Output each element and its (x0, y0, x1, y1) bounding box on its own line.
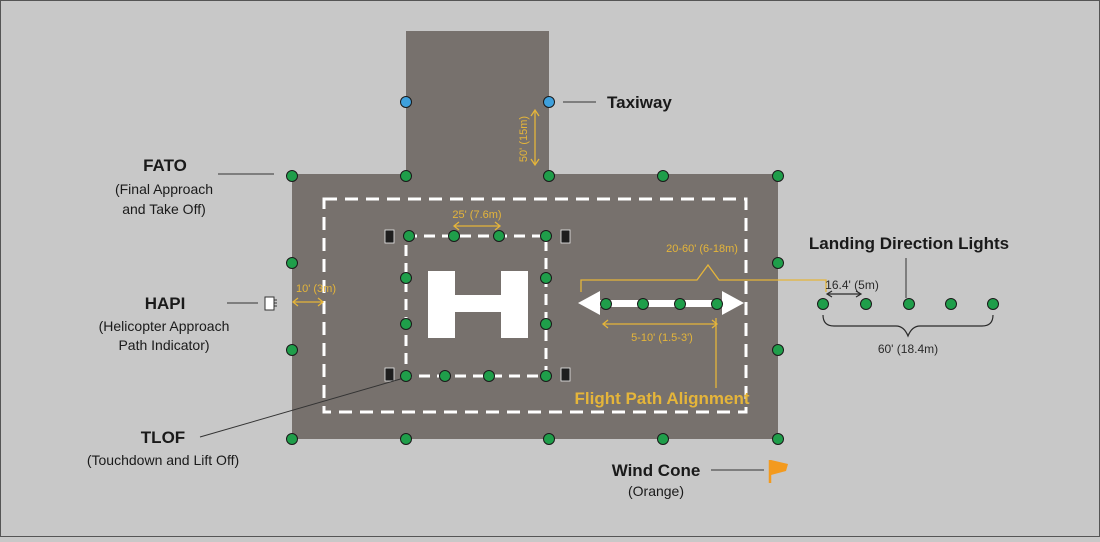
taxiway-length-dimension: 50' (15m) (518, 116, 530, 162)
fpa-offset-dimension: 20-60' (6-18m) (666, 243, 738, 255)
hapi-lamp-icon (264, 296, 277, 311)
hapi-lamp-icon (384, 229, 571, 382)
fato-dashed-boundary (322, 197, 748, 414)
hapi-subtitle-line-2: Path Indicator) (118, 337, 209, 353)
ldl-first-spacing-dimension: 16.4' (5m) (825, 278, 879, 292)
tlof-light-spacing-dimension: 25' (7.6m) (452, 209, 501, 221)
hapi-title: HAPI (145, 294, 186, 313)
taxiway-surface (406, 31, 549, 191)
landing-direction-lights (817, 298, 999, 310)
flight-path-alignment-label: Flight Path Alignment (574, 389, 749, 408)
hapi-subtitle-line-1: (Helicopter Approach (99, 318, 230, 334)
dimension-marks (291, 108, 827, 388)
fato-subtitle-line-1: (Final Approach (115, 181, 213, 197)
flight-path-alignment-lights (600, 298, 723, 310)
leader-lines (199, 101, 907, 471)
wind-cone-flag-icon (768, 460, 788, 483)
fato-subtitle-line-2: and Take Off) (122, 201, 206, 217)
fpa-light-spacing-dimension: 5-10' (1.5-3') (631, 332, 693, 344)
tlof-perimeter-lights (400, 230, 552, 382)
ldl-dimension-marks (822, 290, 994, 338)
edge-offset-dimension: 10' (3m) (296, 283, 336, 295)
tlof-title: TLOF (141, 428, 185, 447)
ldl-total-length-dimension: 60' (18.4m) (878, 342, 938, 356)
fato-title: FATO (143, 156, 187, 175)
tlof-dashed-boundary (404, 234, 548, 378)
wind-cone-subtitle: (Orange) (628, 483, 684, 499)
h-marking (428, 271, 528, 338)
wind-cone-title: Wind Cone (612, 461, 701, 480)
landing-direction-lights-label: Landing Direction Lights (809, 234, 1009, 253)
taxiway-edge-lights (400, 96, 555, 108)
taxiway-label: Taxiway (607, 93, 672, 112)
flight-path-arrow (578, 291, 744, 315)
fato-perimeter-lights (286, 170, 784, 445)
tlof-subtitle: (Touchdown and Lift Off) (87, 452, 239, 468)
